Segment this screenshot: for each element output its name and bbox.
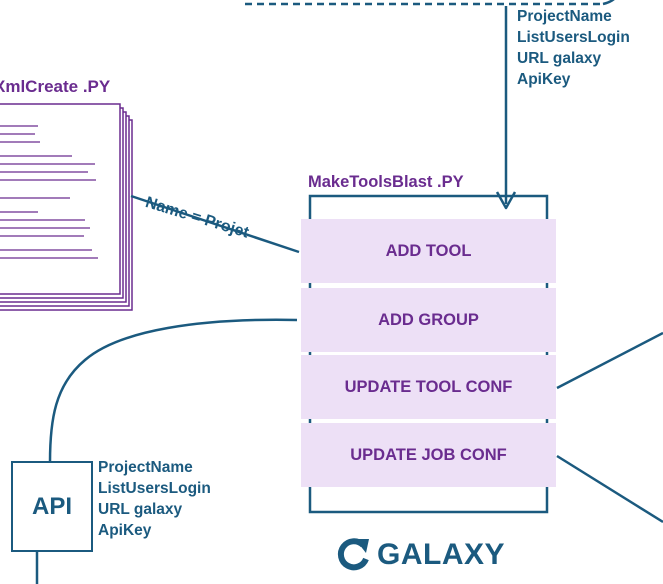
make-tools-frame bbox=[308, 194, 549, 514]
dashed-connector-end bbox=[602, 0, 615, 6]
api-param-apikey: ApiKey bbox=[98, 522, 152, 539]
name-edge-line bbox=[130, 194, 300, 254]
top-param-url: URL galaxy bbox=[517, 50, 602, 67]
xml-document-lines bbox=[0, 125, 98, 259]
job-conf-edge bbox=[556, 454, 663, 524]
api-param-url: URL galaxy bbox=[98, 501, 183, 518]
top-param-users: ListUsersLogin bbox=[517, 29, 630, 46]
tool-conf-edge bbox=[556, 331, 663, 390]
top-param-apikey: ApiKey bbox=[517, 71, 571, 88]
step-add-group: ADD GROUP bbox=[301, 288, 556, 352]
galaxy-logo: GALAXY bbox=[333, 535, 505, 575]
make-tools-label: MakeToolsBlast .PY bbox=[308, 173, 464, 191]
step-update-tool-conf: UPDATE TOOL CONF bbox=[301, 355, 556, 419]
api-label: API bbox=[31, 492, 72, 520]
api-connector bbox=[48, 318, 298, 463]
api-params-list: ProjectName ListUsersLogin URL galaxy Ap… bbox=[98, 457, 211, 541]
api-param-project: ProjectName bbox=[98, 459, 193, 476]
galaxy-label: GALAXY bbox=[377, 538, 506, 571]
top-params-list: ProjectName ListUsersLogin URL galaxy Ap… bbox=[517, 6, 630, 90]
api-box: API bbox=[11, 461, 93, 552]
xml-create-label: XmlCreate .PY bbox=[0, 77, 111, 96]
top-param-project: ProjectName bbox=[517, 8, 612, 25]
api-param-users: ListUsersLogin bbox=[98, 480, 211, 497]
step-update-job-conf: UPDATE JOB CONF bbox=[301, 423, 556, 487]
xml-document-stack bbox=[0, 103, 133, 311]
param-arrow-head bbox=[495, 191, 517, 210]
step-add-tool: ADD TOOL bbox=[301, 219, 556, 283]
refresh-arrow-icon bbox=[337, 538, 369, 571]
